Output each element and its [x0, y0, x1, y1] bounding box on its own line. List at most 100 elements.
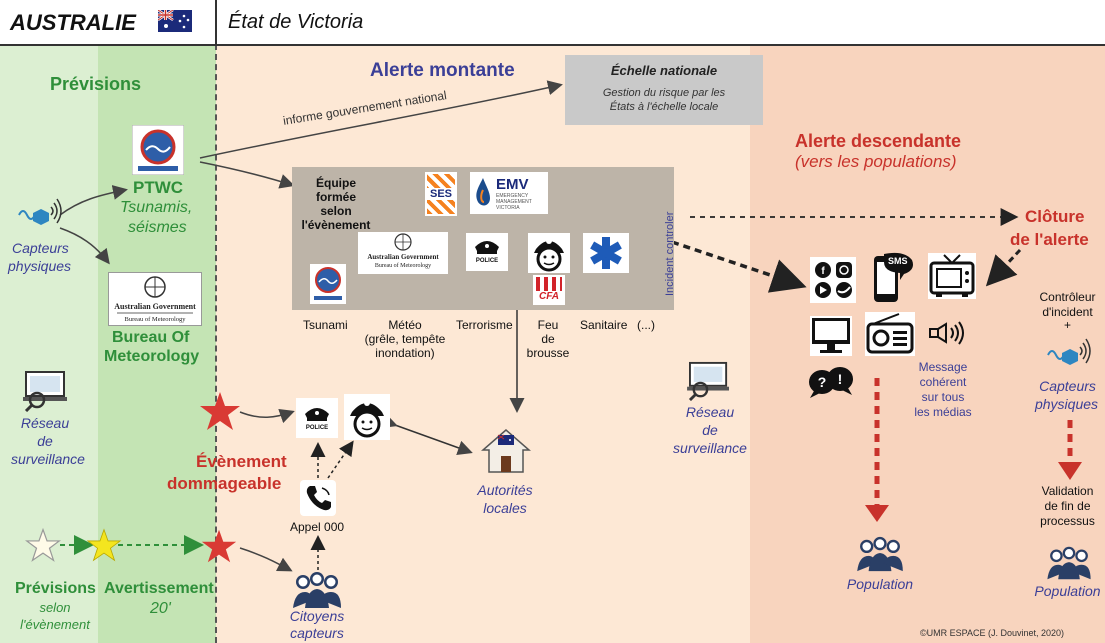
radio-icon — [865, 312, 915, 356]
bottom-selon-1: selon — [39, 600, 71, 615]
reseau-left-line2: de — [37, 433, 53, 449]
cat-terrorisme: Terrorisme — [456, 318, 513, 332]
cloture-line1: Clôture — [1025, 207, 1085, 226]
speaker-icon — [928, 320, 968, 346]
bom-line2: Meteorology — [104, 348, 200, 365]
monitor-magnifier-icon — [23, 370, 69, 413]
capteurs-line2: physiques — [8, 258, 72, 274]
cat-tsunami: Tsunami — [303, 318, 348, 332]
capteurs-right-line2: physiques — [1034, 396, 1099, 412]
capteurs-line1: Capteurs — [12, 240, 69, 256]
population-right-label: Population — [1034, 583, 1101, 599]
svg-text:?: ? — [818, 374, 827, 390]
team-line3: selon — [320, 204, 352, 218]
alerte-montante-zone — [216, 44, 750, 643]
national-scale-box — [565, 55, 763, 125]
monitor-magnifier-mid-icon — [686, 361, 732, 402]
zone-separator — [215, 44, 217, 643]
alerte-montante-title: Alerte montante — [370, 60, 515, 81]
ptwc-logo-icon — [131, 124, 185, 176]
appel-label: Appel 000 — [290, 520, 345, 534]
sms-phone-icon: SMS — [870, 250, 916, 306]
team-line2: formée — [315, 190, 356, 204]
forecast-star-icon — [24, 527, 62, 562]
message-line3: sur tous — [921, 390, 965, 404]
cfa-logo-icon: CFA — [533, 275, 565, 305]
country-title: AUSTRALIE — [10, 10, 136, 35]
reseau-mid-line1: Réseau — [685, 404, 735, 420]
capteurs-right-line1: Capteurs — [1039, 378, 1096, 394]
header-divider — [215, 0, 217, 44]
team-line4: l'évènement — [301, 218, 371, 232]
team-line1: Équipe — [315, 176, 356, 190]
ptwc-title: PTWC — [133, 178, 184, 197]
previsions-title: Prévisions — [50, 74, 142, 94]
svg-text:f: f — [821, 266, 825, 277]
event-line2: dommageable — [167, 474, 282, 493]
message-line4: les médias — [914, 405, 972, 419]
cat-meteo-1: Météo — [388, 318, 422, 332]
house-icon — [480, 426, 532, 474]
bom-logo-icon: Australian Government Bureau of Meteorol… — [108, 272, 202, 326]
population-mid-label: Population — [846, 576, 914, 592]
reseau-left-line3: surveillance — [11, 451, 85, 467]
cat-meteo-3: inondation) — [375, 346, 435, 360]
cat-feu-1: Feu — [537, 318, 559, 332]
incident-controler-label: Incident controler — [664, 211, 676, 296]
alerte-descendante-zone — [750, 44, 1105, 643]
population-right-icon — [1044, 545, 1094, 581]
question-bubble-icon: ? ! — [806, 364, 856, 400]
warning-star-icon — [86, 528, 122, 562]
bottom-avertissement: Avertissement — [104, 580, 214, 597]
emv-logo-icon: EMV EMERGENCY MANAGEMENT VICTORIA — [470, 172, 548, 214]
phone-icon — [300, 480, 336, 516]
population-group-icon — [854, 535, 906, 573]
cat-feu-2: de — [541, 332, 555, 346]
computer-monitor-icon — [810, 316, 852, 356]
team-firefighter-icon — [528, 233, 570, 273]
australian-flag-icon — [157, 8, 192, 32]
alerte-descendante-subtitle: (vers les populations) — [795, 152, 957, 171]
event-star-icon — [198, 390, 242, 432]
sensor-right-icon — [1046, 335, 1094, 367]
ptwc-line1: Tsunamis, — [120, 199, 193, 216]
svg-text:Bureau of Meteorology: Bureau of Meteorology — [124, 316, 186, 323]
citoyens-line2: capteurs — [290, 625, 344, 641]
svg-text:Australian Government: Australian Government — [114, 302, 196, 311]
reseau-left-line1: Réseau — [20, 415, 70, 431]
citoyens-line1: Citoyens — [289, 608, 345, 624]
social-media-icon: f — [810, 257, 856, 303]
credit-label: ©UMR ESPACE (J. Douvinet, 2020) — [920, 628, 1065, 638]
event-line1: Évènement — [196, 452, 287, 471]
message-line1: Message — [918, 360, 968, 374]
autorites-line2: locales — [483, 500, 527, 516]
team-bom-logo-icon: Australian Government Bureau of Meteorol… — [358, 232, 448, 274]
reseau-mid-line3: surveillance — [673, 440, 747, 456]
validation-line3: processus — [1040, 514, 1095, 528]
event-star-bottom-icon — [200, 528, 238, 564]
tv-icon — [928, 253, 976, 299]
bottom-previsions: Prévisions — [15, 580, 96, 597]
police-icon: POLICE — [296, 398, 338, 438]
ses-logo-icon: SES — [425, 172, 457, 216]
citizens-group-icon — [291, 570, 343, 610]
state-title: État de Victoria — [228, 11, 364, 33]
bottom-minutes: 20' — [150, 600, 171, 617]
bottom-selon-2: l'évènement — [20, 617, 90, 632]
ptwc-line2: séismes — [128, 219, 187, 236]
svg-text:!: ! — [838, 371, 843, 387]
controleur-line1: Contrôleur — [1039, 290, 1096, 304]
cat-etc: (...) — [637, 318, 655, 332]
national-title: Échelle nationale — [610, 63, 718, 78]
bom-line1: Bureau Of — [112, 329, 190, 346]
national-line1: Gestion du risque par les — [602, 87, 726, 99]
medical-star-icon — [583, 233, 629, 273]
validation-line1: Validation — [1041, 484, 1094, 498]
reseau-mid-line2: de — [702, 422, 718, 438]
national-line2: États à l'échelle locale — [609, 101, 719, 113]
validation-line2: de fin de — [1044, 499, 1091, 513]
message-line2: cohérent — [919, 375, 967, 389]
autorites-line1: Autorités — [477, 482, 533, 498]
alerte-descendante-title: Alerte descendante — [795, 131, 962, 151]
